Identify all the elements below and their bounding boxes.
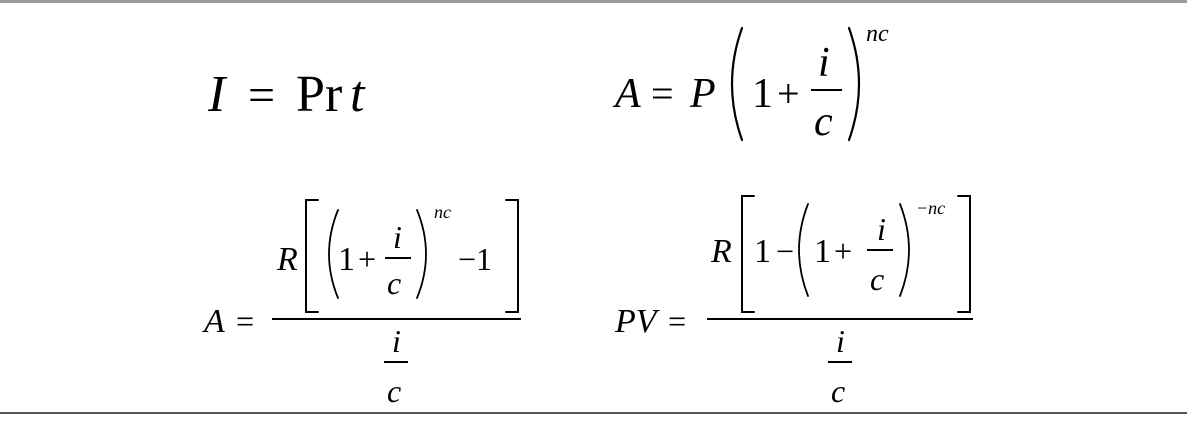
compound-c: c	[814, 99, 833, 145]
bottom-rule	[0, 412, 1187, 414]
annuity-den-i: i	[392, 323, 401, 359]
annuity-equals: =	[236, 303, 254, 339]
simple-t: t	[350, 66, 366, 123]
annuity-den-c: c	[387, 373, 401, 409]
annuity-plus: +	[358, 241, 376, 277]
formula-simple-interest: I = P r t	[207, 66, 366, 123]
pv-left-paren	[798, 203, 809, 297]
pv-lhs: PV	[614, 303, 661, 340]
pv-one: 1	[754, 233, 771, 270]
annuity-r: R	[276, 241, 298, 278]
annuity-minus-one: −1	[458, 241, 492, 277]
annuity-left-paren	[328, 209, 339, 299]
compound-plus: +	[777, 71, 800, 116]
compound-equals: =	[651, 71, 674, 116]
pv-right-bracket	[957, 195, 971, 313]
compound-left-paren	[730, 26, 744, 142]
pv-r: R	[710, 233, 732, 270]
annuity-lhs: A	[202, 303, 225, 340]
formula-present-value: PV = R 1 − 1 + i c −nc i c	[614, 195, 973, 409]
annuity-i: i	[393, 219, 402, 255]
formula-compound-amount: A = P 1 + i c nc	[612, 21, 889, 145]
simple-equals: =	[248, 69, 275, 122]
pv-minus: −	[776, 233, 794, 269]
annuity-c: c	[387, 265, 401, 301]
annuity-right-bracket	[505, 199, 519, 313]
pv-den-c: c	[831, 373, 845, 409]
compound-right-paren	[847, 26, 861, 142]
simple-lhs: I	[207, 66, 228, 123]
pv-i: i	[877, 211, 886, 247]
pv-c: c	[870, 261, 884, 297]
simple-r: r	[325, 66, 342, 123]
formula-annuity-amount: A = R 1 + i c nc −1 i c	[202, 199, 521, 409]
annuity-left-bracket	[305, 199, 319, 313]
pv-left-bracket	[741, 195, 755, 313]
annuity-exponent: nc	[434, 202, 451, 222]
compound-exponent: nc	[866, 21, 889, 47]
annuity-right-paren	[416, 209, 427, 299]
compound-one: 1	[752, 71, 773, 117]
simple-p: P	[296, 66, 325, 123]
pv-equals: =	[668, 303, 686, 339]
compound-p: P	[689, 71, 716, 117]
pv-exponent: −nc	[916, 198, 945, 218]
annuity-one: 1	[338, 241, 355, 278]
pv-one-inner: 1	[814, 233, 831, 270]
pv-plus: +	[834, 233, 852, 269]
pv-right-paren	[899, 203, 910, 297]
compound-i: i	[818, 40, 830, 86]
top-border	[0, 0, 1187, 3]
compound-lhs: A	[612, 71, 641, 117]
pv-den-i: i	[836, 323, 845, 359]
